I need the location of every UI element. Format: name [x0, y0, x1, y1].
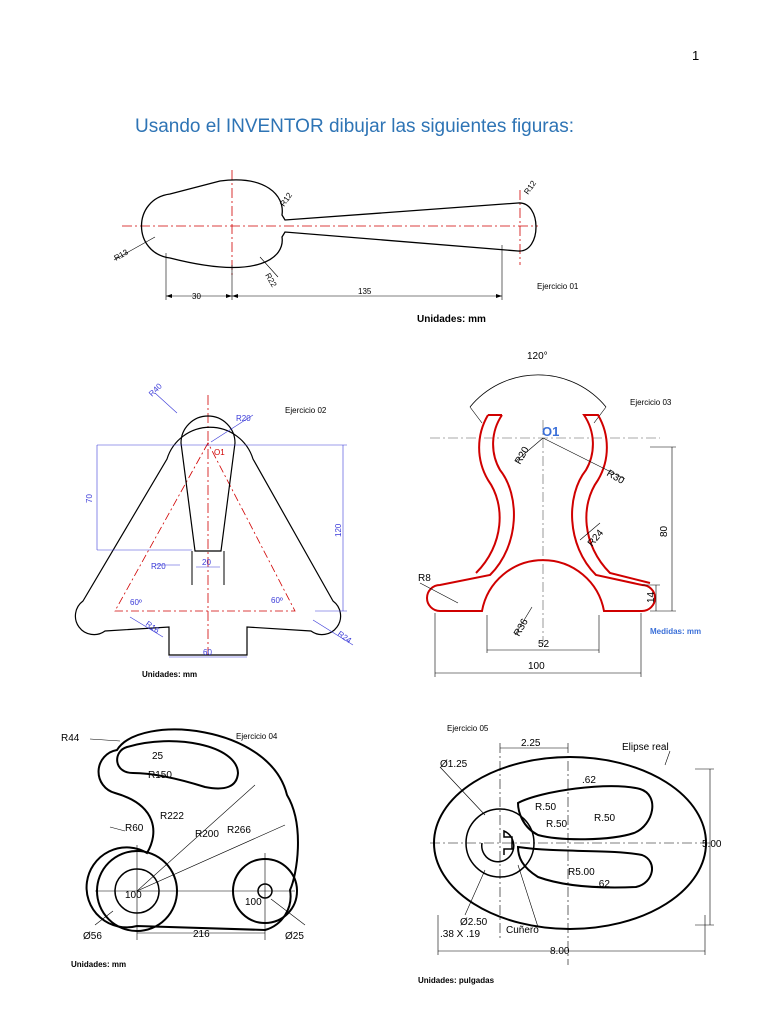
- dimension-2-25: 2.25: [521, 738, 541, 749]
- exercise-title: Ejercicio 02: [285, 406, 327, 415]
- dimension-0-62: .62: [596, 879, 610, 890]
- r13-label: R13: [113, 247, 131, 262]
- r12-label: R12: [278, 191, 294, 209]
- r22-label: R22: [263, 272, 278, 290]
- dimension-14: 14: [646, 591, 657, 603]
- dimension-20: 20: [202, 558, 211, 567]
- exercise-title: Ejercicio 01: [537, 282, 579, 291]
- center-o1: O1: [214, 448, 225, 457]
- diameter-25: Ø25: [285, 931, 304, 942]
- units-label: Unidades: mm: [417, 314, 486, 325]
- r5-00-label: R5.00: [568, 867, 595, 878]
- angle-60-left: 60º: [130, 598, 142, 607]
- exercise-title: Ejercicio 05: [447, 724, 489, 733]
- dimension-52: 52: [538, 639, 550, 650]
- dimension-80: 80: [659, 525, 670, 537]
- angle-60-right: 60º: [271, 596, 283, 605]
- dimension-25: 25: [152, 751, 164, 762]
- page-number: 1: [692, 48, 700, 63]
- dimension-100: 100: [245, 897, 262, 908]
- diameter-2-50: Ø2.50: [460, 917, 488, 928]
- dimension-216: 216: [193, 929, 210, 940]
- r50-label: R.50: [535, 802, 557, 813]
- r50-label: R.50: [594, 813, 616, 824]
- r50-label: R.50: [546, 819, 568, 830]
- units-label: Unidades: mm: [142, 670, 197, 679]
- r30-label: R30: [605, 468, 627, 487]
- dimension-30: 30: [192, 292, 201, 301]
- r36-label: R36: [512, 617, 531, 639]
- exercise-04-figure: R44 25 R150 R222 R60 R200 R266 100 100 Ø…: [55, 715, 360, 975]
- keyway-size: .38 X .19: [440, 929, 480, 940]
- dimension-70: 70: [85, 494, 94, 503]
- r40-label: R40: [147, 381, 164, 398]
- dimension-100: 100: [528, 661, 545, 672]
- r20-label: R20: [236, 414, 251, 423]
- dimension-5-00: 5.00: [702, 839, 722, 850]
- r8-label: R8: [418, 573, 431, 584]
- exercise-title: Ejercicio 03: [630, 398, 672, 407]
- ellipse-label: Elipse real: [622, 742, 669, 753]
- r12-label: R12: [522, 179, 538, 197]
- exercise-05-figure: 2.25 Elipse real Ø1.25 .62 R.50 R.50 R.5…: [410, 715, 730, 990]
- diameter-56: Ø56: [83, 931, 102, 942]
- page-heading: Usando el INVENTOR dibujar las siguiente…: [135, 116, 574, 137]
- units-label: Unidades: mm: [71, 960, 126, 969]
- r16-label: R16: [144, 619, 162, 635]
- r20-label: R20: [151, 562, 166, 571]
- diameter-1-25: Ø1.25: [440, 759, 468, 770]
- keyway-label: Cuñero: [506, 925, 539, 936]
- r266-label: R266: [227, 825, 251, 836]
- angle-120: 120°: [527, 351, 548, 362]
- exercise-03-figure: 120° O1 R20 R30 R24 80 R8 14 R36 52 100 …: [410, 345, 720, 690]
- dimension-0-62: .62: [582, 775, 596, 786]
- r24-label: R24: [336, 629, 354, 645]
- r200-label: R200: [195, 829, 219, 840]
- r24-label: R24: [586, 527, 607, 548]
- r222-label: R222: [160, 811, 184, 822]
- units-label: Unidades: pulgadas: [418, 976, 495, 985]
- center-o1: O1: [542, 424, 559, 439]
- dimension-60: 60: [203, 648, 212, 657]
- dimension-135: 135: [358, 287, 372, 296]
- dimension-8-00: 8.00: [550, 946, 570, 957]
- exercise-02-figure: R40 R20 O1 70 120 R20 20 60º 60º R16 R24…: [74, 375, 365, 685]
- r150-label: R150: [148, 770, 172, 781]
- dimension-120: 120: [334, 523, 343, 537]
- r44-label: R44: [61, 733, 80, 744]
- dimension-100: 100: [125, 890, 142, 901]
- units-label: Medidas: mm: [650, 627, 701, 636]
- exercise-title: Ejercicio 04: [236, 732, 278, 741]
- r20-label: R20: [513, 445, 532, 467]
- exercise-01-figure: R12 R12 R13 R22 30 135 Ejercicio 01 Unid…: [110, 165, 579, 330]
- r60-label: R60: [125, 823, 144, 834]
